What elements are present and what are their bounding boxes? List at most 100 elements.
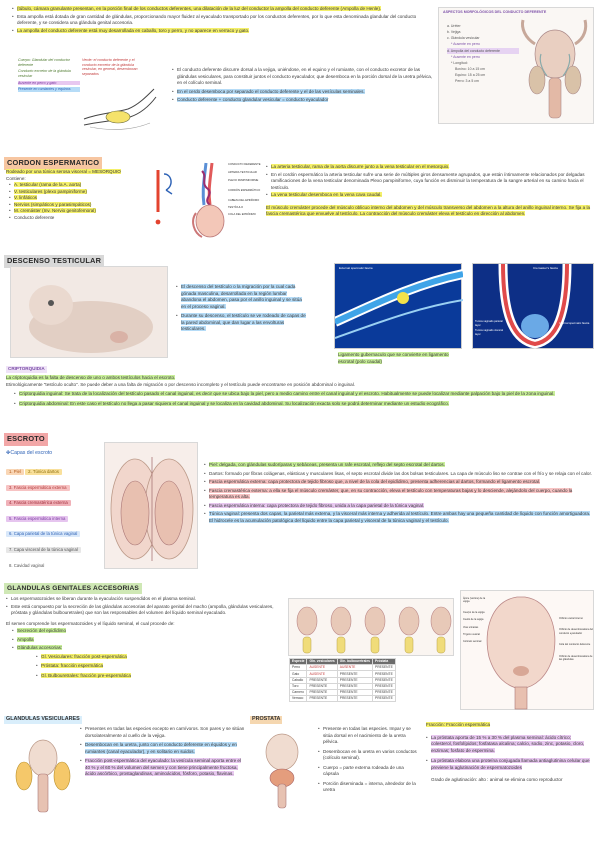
escroto-fascia-ext: Fascia espermática externa: capa protect… [204,479,594,486]
cordon-right-3: La vena testicular desemboca en la vena … [266,192,594,199]
procede-item: Glándulas accesorias: [12,645,274,652]
cripto-abdominal: Criptorquidia abdominal: En este caso el… [14,400,592,408]
descenso-item-2: Durante su descenso, el testículo se ve … [176,313,308,333]
cripto-inguinal: Criptorquidia inguinal: Se trata de la l… [14,391,592,398]
testis-cord-drawing [192,162,225,238]
prostata-item-2: Desembocan en la uretra en varios conduc… [318,749,418,762]
sub-item: Próstata: fracción espermática [36,663,274,670]
cordon-intro: Rodeado por una túnica serosa visceral =… [6,169,121,174]
fig-label-internal: Internal spermatic fascia [559,321,590,325]
escroto-capas-list: 1. Piel 2. Túnica dartos 3. Fascia esper… [6,462,104,571]
fig-label-tunica: Tunica vaginalis parietal layer Tunica v… [475,320,504,337]
cordon-fig-labels: CONDUCTO DEFERENTE ARTERIA TESTICULAR PL… [228,163,261,217]
capa-fascia-int: 5. Fascia espermática interna [6,515,69,522]
prostata-item-1: Presente en todas las especies. Impar y … [318,726,418,746]
cordon-item: A. testicular (rama de la A. aorta) [9,182,154,189]
fraccion-item-1: La próstata aporta de 15 % a 30 % del pl… [426,734,592,755]
ducto-item-1: El conducto deferente discurre dorsal a … [172,67,434,87]
fraccion-title: Fracción: Fracción espermática [426,722,491,727]
top-text: (túbulo, cámara granulante presentan, en… [12,6,430,34]
handwritten-notes: Cuerpo: Glandular del conductor deferent… [18,58,80,93]
cordon-right-2: En el cordón espermático la arteria test… [266,172,594,192]
cordon-item: Conducto deferente [9,215,154,222]
sub-item: Gl. Vesiculares: fracción post-espermáti… [36,653,274,661]
cordon-right-1: La arteria testicular, rama de la aorta … [266,164,594,171]
capa-parietal: 6. Capa parietal de la túnica vaginal [6,531,81,538]
capa-fascia-ext: 3. Fascia espermática externa [6,484,70,491]
species-glands-drawing [296,606,452,654]
descenso-list: El descenso del testículo o la migración… [176,284,308,333]
descenso-title: DESCENSO TESTICULAR [4,255,105,268]
prostate-drawing [265,733,299,809]
note-excretor: Conducto excretor de la glándula vesicul… [18,69,71,79]
fraccion-item-2: La próstata elabora una proteína conjuga… [426,758,592,771]
cripto-title: CRIPTORQUIDIA [6,366,47,373]
glandulas-title: GLANDULAS GENITALES ACCESORIAS [4,583,143,595]
escroto-cremasterica: Fascia cremastérica externa: a ella se f… [204,487,594,501]
top-line-3: La ampolla del conducto deferente está m… [12,27,430,35]
glandulas-semen: El semen comprende los espermatozoides y… [6,620,175,626]
top-line-1: (túbulo, cámara granulante presentan, en… [12,6,430,13]
glandulas-block: Los espermatozoides se liberan durante l… [6,596,274,679]
glandulas-item-1: Los espermatozoides se liberan durante l… [6,596,274,603]
note-ausente: Ausente en perro y gato [18,80,80,86]
vesic-item-2: Desembocan en la uretra, junto con el co… [80,742,246,755]
vesic-list: Presentes en todas las especies excepto … [80,726,246,778]
tunica-layers-drawing [498,263,572,349]
prostata-list: Presente en todas las especies. Impar y … [318,726,418,794]
escroto-illustration [104,442,198,569]
ducto-list: El conducto deferente discurre dorsal a … [172,67,434,104]
cordon-arrow-sketch [155,170,173,225]
cripto-l1: La criptorquidia es la falta de descenso… [6,375,176,380]
bladder-section-drawing [486,596,556,710]
fig-label-external: External spermatic fascia [339,266,373,270]
cripto-l2: Etimológicamente "testículo oculto". Se … [6,381,356,387]
cripto-block: La criptorquidia es la falta de descenso… [6,375,592,407]
vesic-item-1: Presentes en todas las especies excepto … [80,726,246,739]
diagram-legend: a. Uréter b. Vejiga c. Glándula vesicula… [447,23,519,84]
cordon-right: La arteria testicular, rama de la aorta … [266,164,594,218]
species-table: Especie Gln. vesiculares Gln. bulbouretr… [288,657,396,703]
escroto-right: Piel: delgada, con glándulas sudoríparas… [204,462,594,524]
diagram-title: ASPECTOS MORFOLÓGICOS DEL CONDUCTO DEFER… [443,10,547,14]
vesic-item-3: Fracción post-espermática del eyaculado:… [80,758,246,778]
sub-item: Gl. Bulbouretrales: fracción pre-espermá… [36,672,274,680]
ducto-item-2: En el cerdo desemboca por separado el co… [172,88,434,96]
fig-label-cremaster: Cremaster's fascia [533,266,558,270]
cordon-illustration: CONDUCTO DEFERENTE ARTERIA TESTICULAR PL… [180,161,262,241]
capa-dartos: 2. Túnica dartos [25,469,62,476]
descenso-figure-1: External spermatic fascia [332,263,465,349]
prostata-illustration [250,726,314,810]
bladder-illustration [521,19,588,119]
cordon-musculo: El músculo cremáster procede del músculo… [266,204,591,217]
cordon-item: V. linfáticos [9,195,154,202]
scrotum-cross-section [110,457,194,561]
vesic-illustration [8,726,78,814]
glandulas-species-figure [288,598,454,656]
cordon-contiene: Contiene: [6,175,26,181]
cordon-title: CORDON ESPERMATICO [4,157,103,170]
note-verde: Verde: el conducto deferente y el conduc… [82,58,138,77]
vesic-title: GLANDULAS VESICULARES [4,716,82,724]
cordon-item: V. testiculares (plexo pampiniforme) [9,188,154,196]
escroto-dartos: Dartos: formado por fibras colágenas, el… [204,471,594,478]
fraccion-grado: Grado de aglutinación: alto : animal se … [431,777,563,783]
capa-piel: 1. Piel [6,469,24,476]
descenso-caption: Ligamento gubernaculo que se convierte e… [338,352,449,364]
fraccion-block: Fracción: Fracción espermática La prósta… [426,722,592,784]
procede-item: Ampolla [12,636,274,644]
descenso-photo [10,266,168,358]
escroto-fascia-int: Fascia espermática interna: capa protect… [204,502,594,510]
puppy-illustration [29,285,153,353]
bladder-fig-labels: Ápice (vértice) de la vejiga Cuerpo de l… [463,597,486,644]
note-cuerpo: Cuerpo: Glandular del conductor deferent… [18,58,70,67]
glandulas-item-2: Este está compuesto por la secreción de … [6,604,274,617]
table-header-row: Especie Gln. vesiculares Gln. bulbouretr… [288,657,396,666]
capa-cavidad: 8. Cavidad vaginal [9,562,45,568]
cordon-item: M. cremáster (Inv. Nervio genitofemoral) [9,208,154,215]
escroto-tunica: Túnica vaginal: presenta dos capas, la p… [204,511,594,524]
cordon-item: Nervios (simpáticos y parasimpáticos) [9,201,154,209]
prostata-item-3: Cuerpo = parte externa rodeada de una cá… [318,765,418,778]
